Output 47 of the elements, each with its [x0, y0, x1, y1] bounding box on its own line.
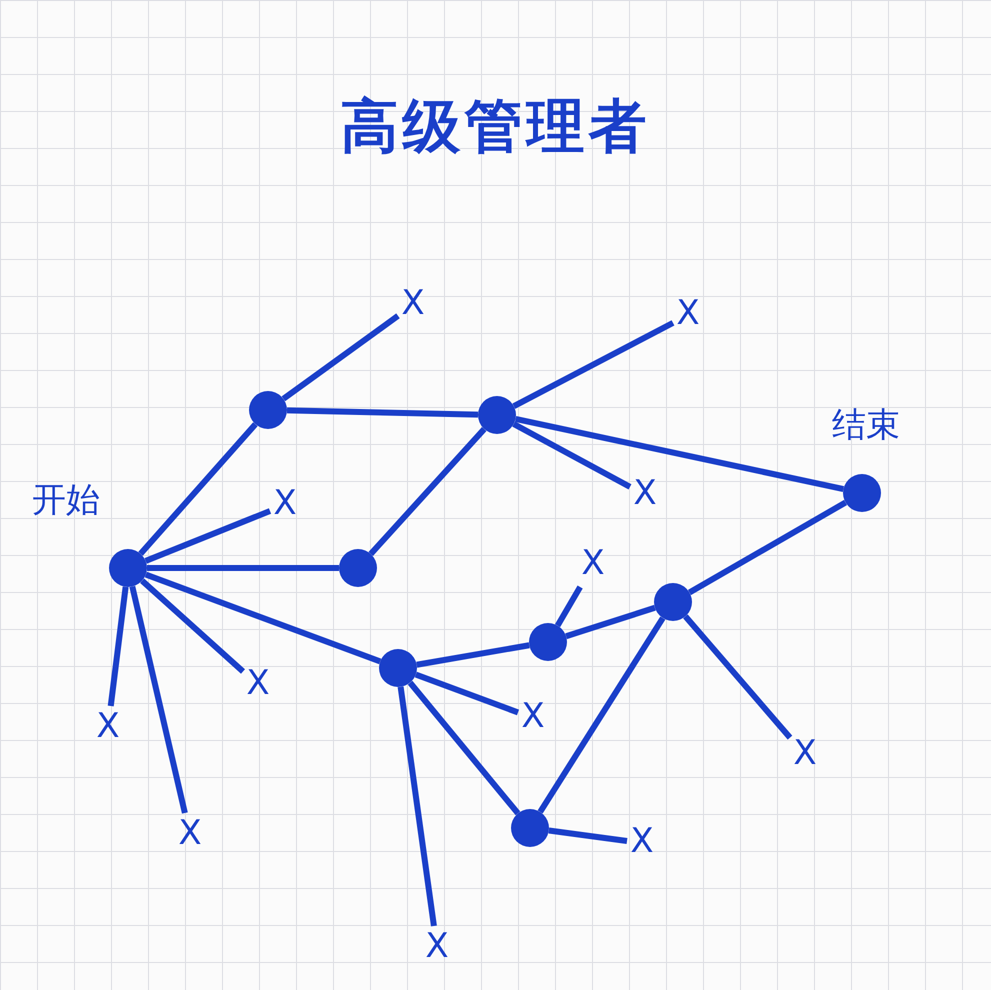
end-mark: X: [630, 473, 660, 517]
end-mark: X: [270, 483, 300, 527]
dot: [339, 549, 377, 587]
end-mark: X: [673, 293, 703, 337]
connector-line: [414, 672, 520, 716]
end-mark: X: [175, 813, 205, 857]
connector-line: [512, 320, 674, 409]
dot: [379, 649, 417, 687]
connector-line: [129, 586, 188, 814]
node-label: 结束: [832, 405, 900, 445]
end-mark: X: [398, 283, 428, 327]
connector-line: [565, 604, 656, 640]
connector-line: [514, 416, 844, 492]
connector-line: [416, 642, 530, 668]
connector-line: [548, 828, 628, 844]
end-mark: X: [790, 733, 820, 777]
dot: [529, 623, 567, 661]
end-mark: X: [627, 821, 657, 865]
title: 高级管理者: [340, 91, 652, 162]
dot: [511, 809, 549, 847]
connector-line: [555, 585, 583, 628]
connector-line: [398, 686, 437, 926]
connector-line: [512, 421, 632, 490]
connector-line: [138, 422, 258, 556]
end-mark: X: [243, 663, 273, 707]
dot: [654, 583, 692, 621]
dot: [109, 549, 147, 587]
connector-line: [368, 427, 486, 556]
dot: [843, 474, 881, 512]
dot: [249, 391, 287, 429]
connector-line: [108, 586, 129, 706]
connector-line: [144, 508, 272, 564]
connector-line: [683, 614, 792, 740]
end-mark: X: [578, 543, 608, 587]
connector-line: [688, 500, 848, 596]
end-mark: X: [93, 706, 123, 750]
dot: [478, 396, 516, 434]
connector-line: [282, 313, 400, 402]
end-mark: X: [518, 696, 548, 740]
connector-line: [408, 680, 520, 816]
end-mark: X: [422, 926, 452, 970]
node-label: 开始: [32, 480, 100, 520]
connector-line: [538, 616, 666, 814]
connector-line: [286, 407, 478, 418]
connector-line: [147, 565, 339, 571]
connector-line: [144, 572, 382, 664]
connector-line: [140, 578, 245, 674]
